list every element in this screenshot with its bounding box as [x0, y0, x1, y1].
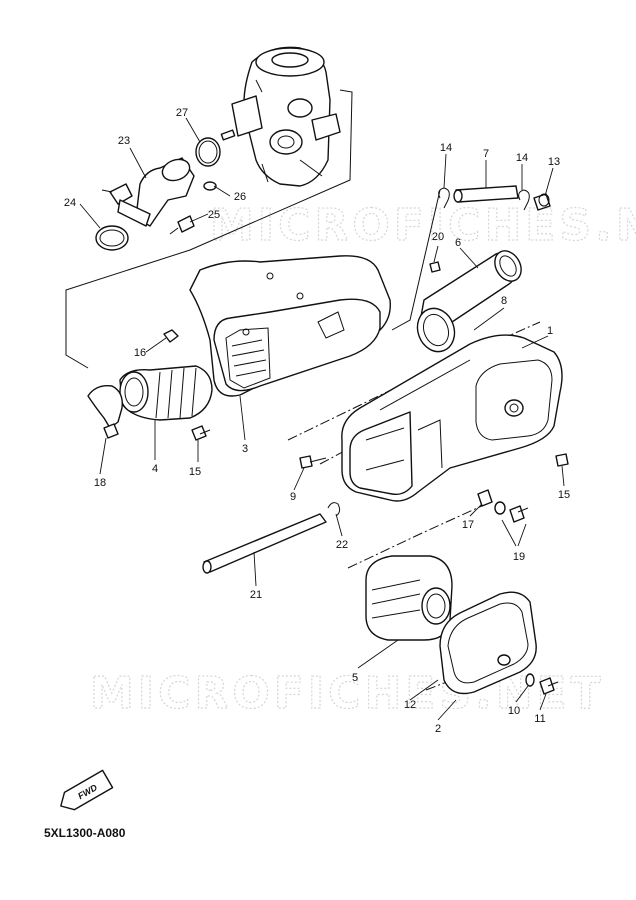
callout-9[interactable]: 9 [290, 491, 296, 503]
callout-15-right[interactable]: 15 [558, 489, 570, 501]
callout-2[interactable]: 2 [435, 723, 441, 735]
callout-18[interactable]: 18 [94, 477, 106, 489]
carb-bolt[interactable] [220, 129, 236, 141]
callout-6[interactable]: 6 [455, 237, 461, 249]
carburetor-joint-23[interactable] [101, 156, 195, 227]
pipe-7[interactable] [453, 185, 519, 203]
callout-17[interactable]: 17 [462, 519, 474, 531]
callout-25[interactable]: 25 [208, 209, 220, 221]
plug-17[interactable] [477, 489, 493, 507]
clip-22[interactable] [327, 502, 341, 517]
callout-21[interactable]: 21 [250, 589, 262, 601]
clip-14-right[interactable] [518, 189, 530, 211]
callout-3[interactable]: 3 [242, 443, 248, 455]
callout-23[interactable]: 23 [118, 135, 130, 147]
clamp-24[interactable] [95, 225, 129, 251]
callout-19[interactable]: 19 [513, 551, 525, 563]
group-bracket-line [65, 89, 353, 369]
screw-15-right[interactable] [555, 453, 569, 467]
callout-5[interactable]: 5 [352, 672, 358, 684]
callout-27[interactable]: 27 [176, 107, 188, 119]
clip-14-left[interactable] [438, 187, 450, 209]
carburetor[interactable] [231, 46, 341, 187]
callout-8[interactable]: 8 [501, 295, 507, 307]
nut-26[interactable] [203, 181, 217, 191]
drain-hose-21[interactable] [202, 513, 327, 574]
clamp-18[interactable] [87, 385, 123, 439]
callout-14-right[interactable]: 14 [516, 152, 528, 164]
callout-14-left[interactable]: 14 [440, 142, 452, 154]
callout-12[interactable]: 12 [404, 699, 416, 711]
callout-16[interactable]: 16 [134, 347, 146, 359]
screw-25[interactable] [169, 215, 195, 235]
group-bracket-line-right [391, 189, 441, 331]
diagram-code: 5XL1300-A080 [44, 826, 126, 840]
callout-numbers: 1 2 3 4 5 6 7 8 9 10 11 12 13 14 14 15 1… [64, 107, 570, 735]
leader-lines [79, 117, 565, 721]
washer-10[interactable] [525, 673, 535, 687]
screw-20[interactable] [429, 261, 441, 273]
fwd-arrow-icon: FWD [60, 769, 114, 811]
callout-15-left[interactable]: 15 [189, 466, 201, 478]
bolt-washer-19[interactable] [494, 501, 529, 523]
nut-16[interactable] [163, 329, 179, 343]
watermark-bottom: MICROFICHES.NET [90, 668, 605, 719]
callout-10[interactable]: 10 [508, 705, 520, 717]
o-ring-27[interactable] [195, 137, 221, 167]
seal-8[interactable] [412, 303, 461, 357]
air-filter-element-5[interactable] [365, 555, 453, 641]
screw-11[interactable] [539, 677, 559, 695]
watermark-top: MICROFICHES.NET [210, 200, 636, 251]
filter-cover-2[interactable] [439, 591, 537, 695]
callout-22[interactable]: 22 [336, 539, 348, 551]
callout-13[interactable]: 13 [548, 156, 560, 168]
assembly-line-filter [347, 503, 487, 569]
callout-24[interactable]: 24 [64, 197, 76, 209]
callout-20[interactable]: 20 [432, 231, 444, 243]
air-filter-cover-1[interactable] [341, 334, 563, 502]
intake-duct-4[interactable] [119, 365, 213, 421]
cap-13[interactable] [533, 193, 551, 211]
air-filter-case-3[interactable] [189, 255, 391, 397]
callout-11[interactable]: 11 [534, 713, 545, 725]
callout-1[interactable]: 1 [547, 325, 553, 337]
callout-4[interactable]: 4 [152, 463, 158, 475]
screw-15-left[interactable] [191, 425, 211, 441]
callout-7[interactable]: 7 [483, 148, 489, 160]
callout-26[interactable]: 26 [234, 191, 246, 203]
screw-9[interactable] [299, 455, 327, 469]
